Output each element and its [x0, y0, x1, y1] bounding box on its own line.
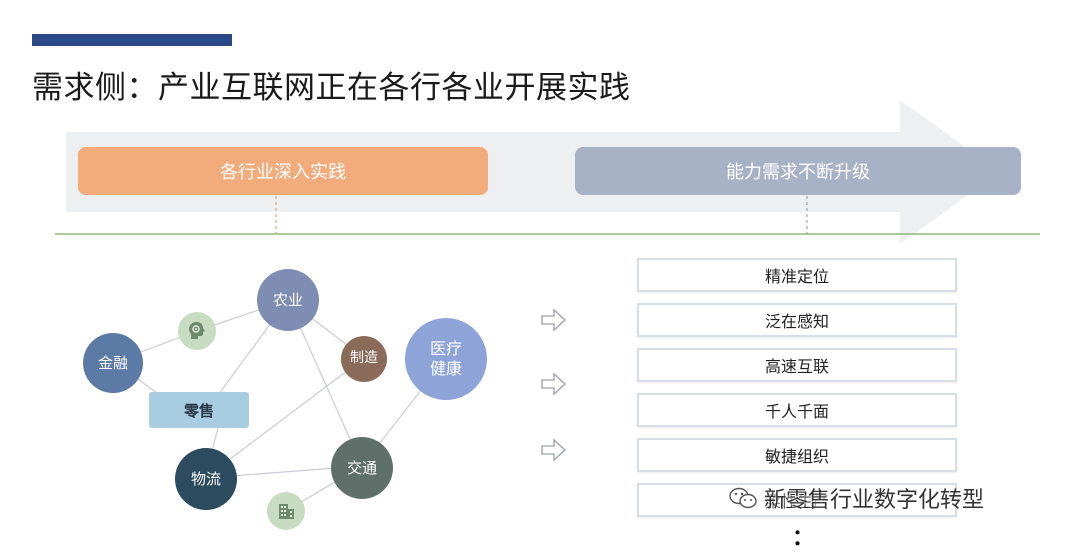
watermark: 新零售行业数字化转型: [728, 482, 984, 514]
node-logistics: 物流: [175, 448, 237, 510]
capability-item: 泛在感知: [637, 303, 957, 337]
pill-capability-upgrade: 能力需求不断升级: [575, 147, 1021, 195]
node-agriculture: 农业: [257, 269, 319, 331]
capability-item: 敏捷组织: [637, 438, 957, 472]
double-arrow-icon: [541, 308, 566, 332]
capability-item: 精准定位: [637, 258, 957, 292]
node-healthcare: 医疗 健康: [405, 318, 487, 400]
capability-item: 柔性生产: [637, 483, 957, 517]
building-icon: [267, 492, 305, 530]
capability-item: 高速互联: [637, 348, 957, 382]
wechat-icon: [729, 487, 757, 509]
double-arrow-icon: [541, 372, 566, 396]
pill-industries-practice: 各行业深入实践: [78, 147, 488, 195]
big-arrow-shape: [66, 100, 1000, 244]
brain-gear-icon: [178, 312, 216, 350]
accent-bar: [32, 34, 232, 46]
watermark-text: 新零售行业数字化转型: [764, 488, 985, 513]
ellipsis: ：: [792, 526, 815, 551]
node-manufacturing: 制造: [341, 336, 387, 382]
page-title: 需求侧：产业互联网正在各行各业开展实践: [32, 70, 631, 106]
capability-item: 千人千面: [637, 393, 957, 427]
double-arrow-icon: [541, 438, 566, 462]
node-finance: 金融: [83, 333, 143, 393]
node-transport: 交通: [331, 437, 393, 499]
node-retail: 零售: [149, 392, 249, 428]
